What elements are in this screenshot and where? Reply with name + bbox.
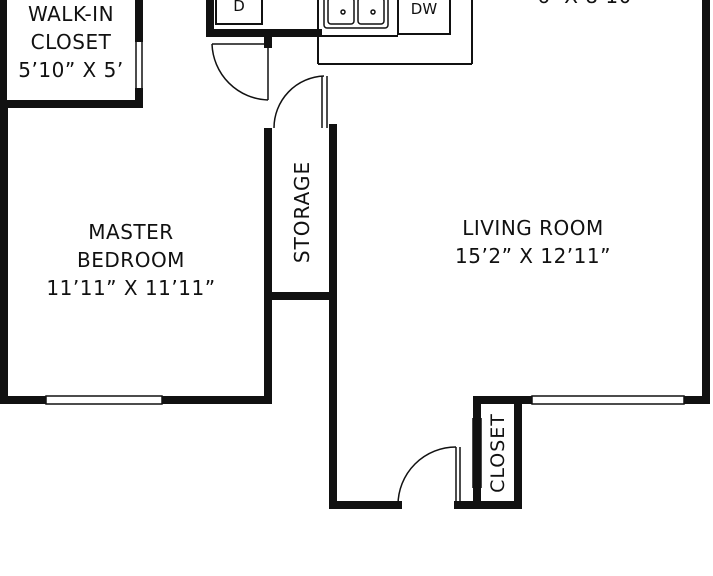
walk-in-closet-name-1: WALK-IN (27, 2, 115, 26)
master-bedroom-name-1: MASTER (88, 220, 174, 244)
walk-in-closet-name-2: CLOSET (30, 30, 112, 54)
bedroom-walls (0, 100, 272, 404)
walk-in-closet-door (135, 38, 143, 92)
walk-in-closet-size: 5’10” X 5’ (18, 58, 124, 82)
master-bedroom-name-2: BEDROOM (77, 248, 185, 272)
kitchen-size: 6’ X 8’10” (520, 0, 660, 10)
entry-door (397, 446, 461, 506)
bath-door (211, 43, 269, 101)
closet-door (472, 418, 482, 488)
living-room-window (531, 395, 685, 405)
master-bedroom-label: MASTER BEDROOM 11’11” X 11’11” (20, 218, 242, 302)
walk-in-closet-walls (0, 0, 143, 108)
kitchen-counter (317, 0, 473, 65)
dishwasher-label: DW (410, 0, 438, 18)
dryer-label: D (233, 0, 245, 15)
master-bedroom-size: 11’11” X 11’11” (46, 276, 216, 300)
kitchen-label: 6’ X 8’10” (520, 0, 660, 10)
living-room-label: LIVING ROOM 15’2” X 12’11” (420, 214, 646, 270)
closet-label: CLOSET (487, 413, 509, 493)
storage-walls (264, 124, 337, 300)
storage-door (273, 75, 328, 129)
dishwasher-unit (397, 0, 451, 35)
living-room-name: LIVING ROOM (462, 216, 604, 240)
storage-label: STORAGE (290, 160, 314, 264)
kitchen-sink (323, 0, 389, 29)
laundry-walls (206, 0, 322, 48)
walk-in-closet-label: WALK-IN CLOSET 5’10” X 5’ (8, 0, 134, 84)
dryer-unit (215, 0, 263, 25)
bedroom-window (45, 395, 163, 405)
living-room-size: 15’2” X 12’11” (455, 244, 611, 268)
